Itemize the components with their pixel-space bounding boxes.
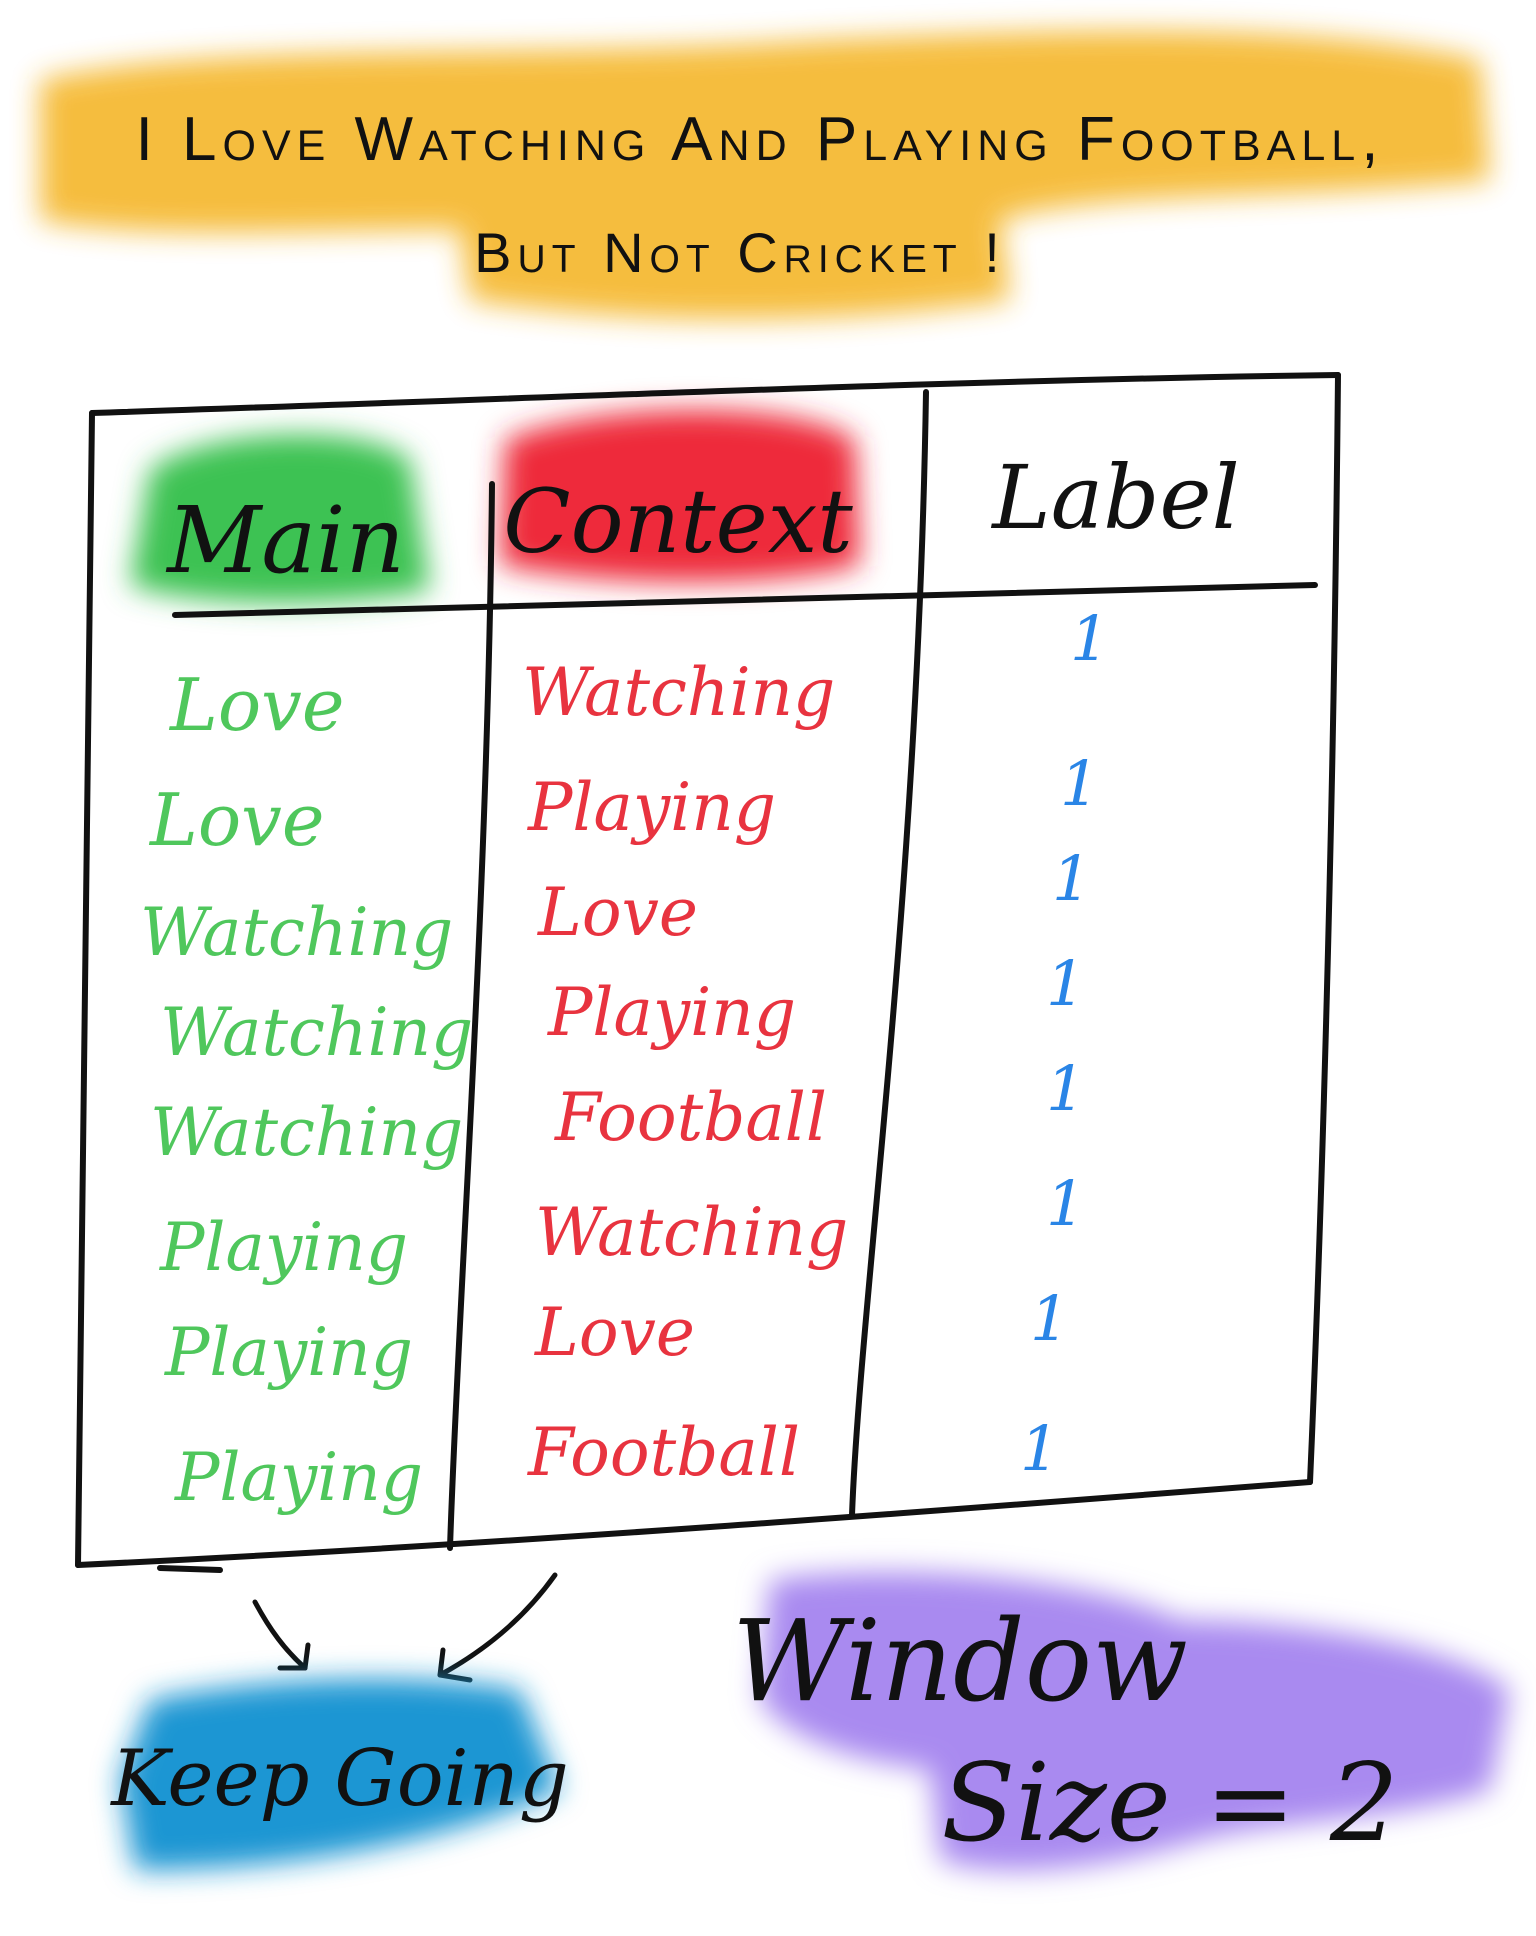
row-3-context: Love	[537, 874, 698, 951]
row-8-main: Playing	[174, 1439, 423, 1516]
row-5-context: Football	[554, 1079, 827, 1156]
window-line-1: Window	[732, 1597, 1188, 1727]
main-highlight	[130, 434, 430, 603]
row-6-context: Watching	[535, 1194, 848, 1271]
row-6-label: 1	[1046, 1167, 1085, 1240]
row-7-main: Playing	[164, 1314, 413, 1391]
row-3-label: 1	[1052, 842, 1091, 915]
row-2-label: 1	[1060, 747, 1099, 820]
window-line-2: Size = 2	[941, 1741, 1398, 1866]
header-label: Label	[990, 446, 1239, 549]
row-1-label: 1	[1070, 602, 1109, 675]
title-line-2: But Not Cricket !	[474, 221, 1006, 284]
header-main: Main	[165, 487, 405, 594]
row-1-main: Love	[168, 663, 344, 747]
row-7-context: Love	[534, 1294, 695, 1371]
keep-going-label: Keep Going	[109, 1734, 569, 1824]
row-5-main: Watching	[150, 1094, 463, 1171]
title-line-1: I Love Watching And Playing Football,	[136, 105, 1385, 174]
row-3-main: Watching	[140, 894, 453, 971]
row-6-main: Playing	[159, 1209, 408, 1286]
row-4-main: Watching	[160, 994, 473, 1071]
table-body: Love Watching 1 Love Playing 1 Watching …	[140, 602, 1109, 1516]
keep-going-highlight	[120, 1679, 560, 1870]
row-7-label: 1	[1030, 1282, 1069, 1355]
row-1-context: Watching	[522, 654, 835, 731]
row-5-label: 1	[1046, 1052, 1085, 1125]
header-context: Context	[503, 470, 853, 573]
title-highlight	[40, 31, 1490, 319]
row-4-label: 1	[1046, 947, 1085, 1020]
row-4-context: Playing	[547, 974, 796, 1051]
table-frame	[75, 372, 1341, 1573]
window-highlight	[760, 1572, 1510, 1871]
row-2-context: Playing	[527, 769, 776, 846]
arrow-icon	[252, 1572, 558, 1683]
row-8-label: 1	[1020, 1412, 1059, 1485]
context-highlight	[500, 410, 860, 582]
row-2-main: Love	[148, 778, 324, 862]
row-8-context: Football	[527, 1414, 800, 1491]
